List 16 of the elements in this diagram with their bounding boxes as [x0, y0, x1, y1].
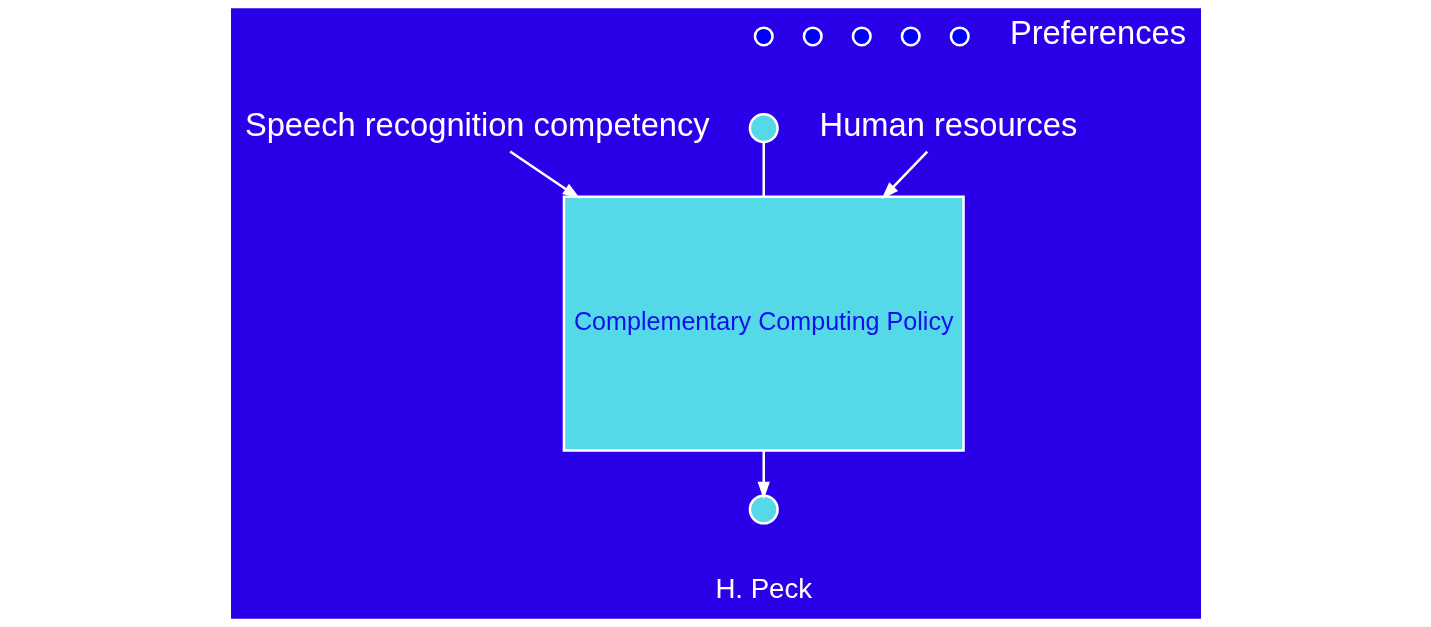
node-circle — [753, 26, 774, 47]
node-circle — [949, 26, 970, 47]
node-text: Speech recognition competency — [244, 106, 710, 144]
label: Preferences — [1009, 14, 1186, 52]
node-circle — [748, 494, 779, 525]
node-circle — [802, 26, 823, 47]
node-circle — [748, 113, 779, 144]
label: H. Peck — [714, 573, 812, 605]
node-circle — [900, 26, 921, 47]
arrow — [757, 450, 770, 500]
node-circle — [851, 26, 872, 47]
node-box: Complementary Computing Policy — [562, 195, 965, 452]
arrow — [881, 150, 928, 200]
arrow — [508, 150, 580, 199]
node-text: Human resources — [819, 106, 1077, 144]
connector — [762, 142, 765, 197]
